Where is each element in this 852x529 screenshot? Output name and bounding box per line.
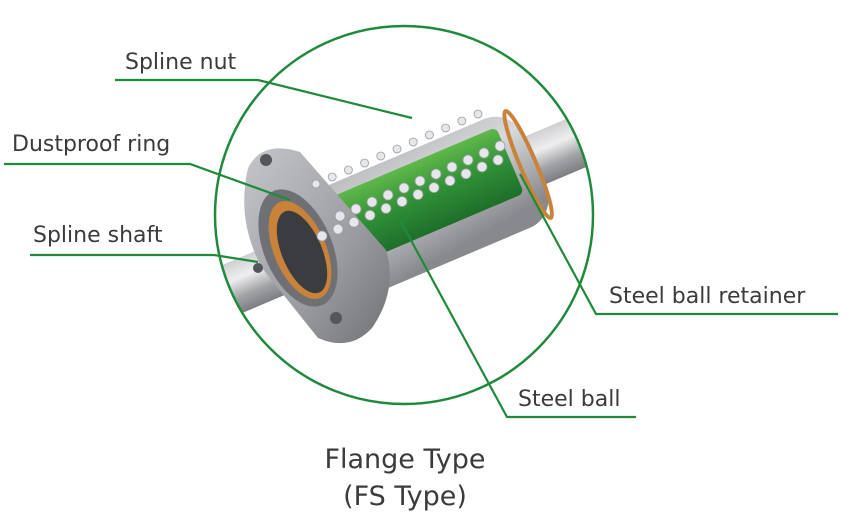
- steel-ball: [462, 154, 474, 166]
- steel-ball: [428, 182, 440, 194]
- leader-spline-shaft: [30, 253, 259, 264]
- steel-ball: [348, 216, 360, 228]
- steel-ball: [478, 147, 490, 159]
- steel-ball: [334, 210, 346, 222]
- steel-ball: [366, 196, 378, 208]
- steel-ball: [446, 161, 458, 173]
- steel-ball: [350, 203, 362, 215]
- detail-circle: [213, 24, 595, 406]
- label-dustproof-ring: Dustproof ring: [12, 132, 171, 157]
- steel-ball: [412, 189, 424, 200]
- steel-ball: [360, 158, 370, 168]
- leader-lines: [4, 78, 838, 419]
- steel-ball: [316, 230, 328, 242]
- leader-steel-ball: [399, 219, 636, 419]
- steel-ball: [457, 116, 467, 126]
- leader-steel-ball-retainer: [519, 173, 838, 316]
- steel-ball: [343, 165, 353, 175]
- steel-ball: [441, 123, 451, 133]
- steel-ball: [430, 168, 442, 180]
- label-spline-nut: Spline nut: [125, 50, 237, 75]
- steel-ball: [382, 189, 394, 201]
- label-steel-ball: Steel ball: [518, 387, 621, 412]
- steel-ball: [473, 109, 483, 119]
- steel-ball: [476, 161, 488, 173]
- steel-ball: [327, 172, 337, 182]
- steel-ball: [311, 179, 321, 189]
- steel-ball: [424, 130, 434, 140]
- steel-ball: [392, 144, 402, 154]
- label-spline-shaft: Spline shaft: [33, 223, 163, 248]
- product-illustration: [215, 88, 593, 344]
- steel-ball: [332, 223, 344, 235]
- steel-ball: [492, 154, 504, 166]
- label-steel-ball-retainer: Steel ball retainer: [609, 284, 806, 309]
- steel-ball: [414, 175, 426, 187]
- caption-subtitle: (FS Type): [343, 481, 467, 512]
- leader-dustproof-ring: [4, 162, 291, 202]
- steel-ball: [376, 151, 386, 161]
- caption-title: Flange Type: [324, 444, 486, 475]
- steel-balls: [311, 109, 506, 242]
- steel-ball: [396, 196, 408, 207]
- steel-ball: [408, 137, 418, 147]
- steel-ball: [398, 182, 410, 194]
- steel-ball: [444, 175, 456, 187]
- steel-ball: [364, 209, 376, 221]
- leader-spline-nut: [115, 78, 413, 120]
- steel-ball: [380, 202, 392, 214]
- steel-ball: [460, 168, 472, 180]
- steel-ball: [494, 140, 506, 152]
